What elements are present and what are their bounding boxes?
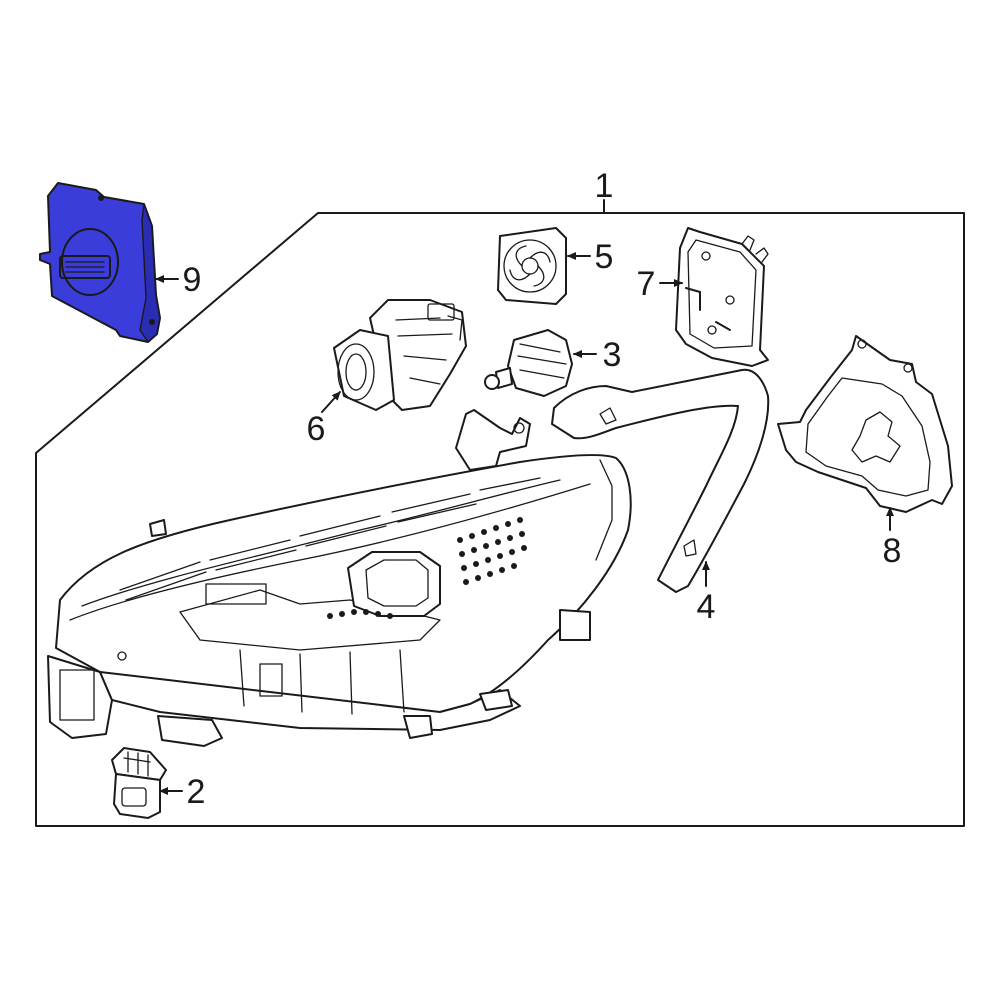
callout-6-leader — [321, 391, 341, 413]
callout-3[interactable]: 3 — [603, 336, 622, 374]
headlamp-assembly-part[interactable] — [47, 409, 632, 747]
rear-cover-part[interactable] — [777, 335, 953, 513]
callout-4[interactable]: 4 — [697, 588, 716, 626]
control-module-part[interactable] — [39, 182, 161, 344]
trim-strip-part[interactable] — [551, 368, 770, 593]
reflector-dots — [327, 517, 527, 619]
control-module-edge — [139, 203, 161, 344]
assembly-frame — [35, 212, 965, 827]
connector-clip-part[interactable] — [111, 747, 167, 819]
projector-module-part[interactable] — [333, 299, 467, 411]
bulb-part[interactable] — [484, 329, 573, 397]
callout-7[interactable]: 7 — [637, 265, 656, 303]
callout-9[interactable]: 9 — [183, 261, 202, 299]
callout-6[interactable]: 6 — [307, 410, 326, 448]
control-module-plug — [59, 255, 111, 279]
callout-8[interactable]: 8 — [883, 532, 902, 570]
callout-1[interactable]: 1 — [595, 167, 614, 205]
control-module-connector — [61, 228, 119, 296]
cooling-fan-part[interactable] — [497, 227, 567, 305]
callout-5[interactable]: 5 — [595, 238, 614, 276]
callout-2[interactable]: 2 — [187, 773, 206, 811]
led-driver-board-part[interactable] — [675, 227, 769, 367]
